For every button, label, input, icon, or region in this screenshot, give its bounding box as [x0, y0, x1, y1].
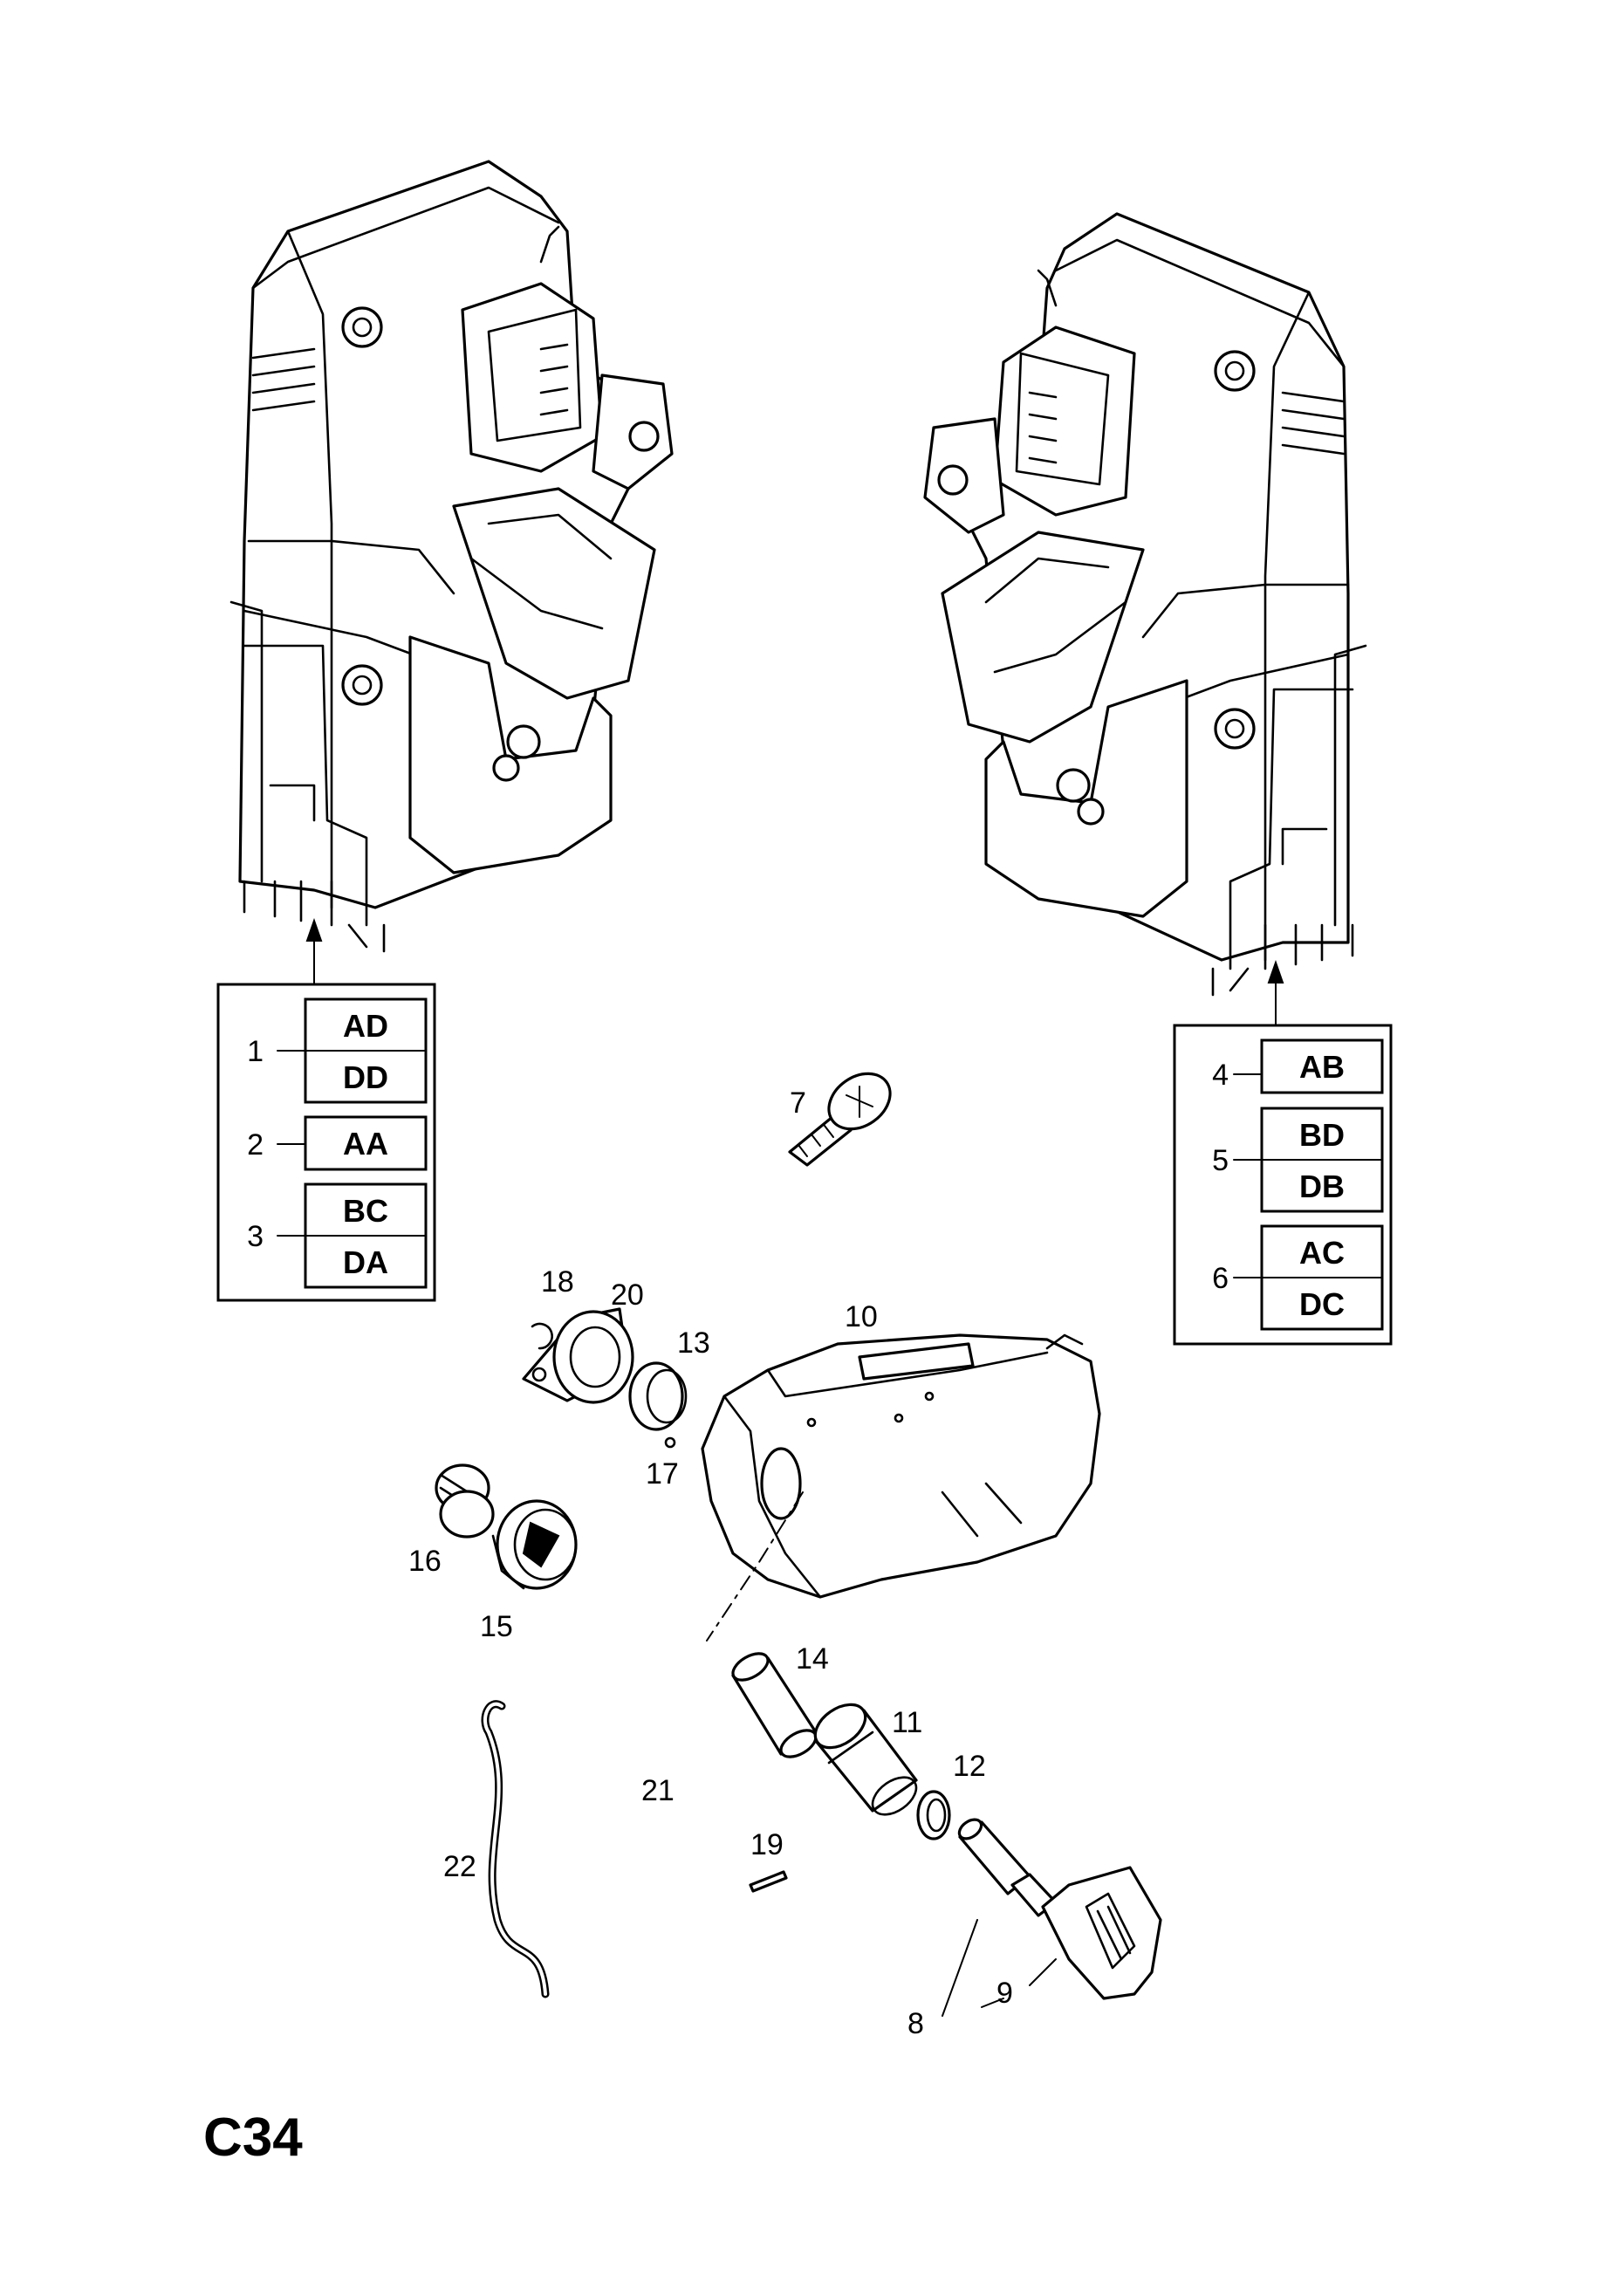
part-22-rod: 22: [443, 1700, 550, 1998]
callout-7: 7: [790, 1086, 806, 1120]
variant-code: DC: [1299, 1286, 1345, 1322]
callout-19: 19: [750, 1828, 784, 1861]
callout-12: 12: [953, 1750, 986, 1783]
part-15-cam: 15: [480, 1499, 578, 1643]
pointer-arrows: [305, 917, 1284, 1026]
variant-code: DA: [343, 1244, 388, 1280]
code-group-number: 1: [247, 1035, 264, 1068]
callout-18: 18: [541, 1265, 574, 1299]
variant-code: DD: [343, 1059, 388, 1095]
part-21-rod: 21: [608, 1524, 675, 1874]
callout-9: 9: [996, 1977, 1013, 2010]
callout-20: 20: [611, 1278, 644, 1312]
callout-8: 8: [907, 2007, 924, 2040]
variant-code: AA: [343, 1126, 388, 1162]
part-17-ball: 17: [646, 1436, 679, 1491]
code-group-number: 3: [247, 1220, 264, 1253]
variant-code: BC: [343, 1193, 388, 1229]
callout-13: 13: [677, 1326, 710, 1360]
right-lock-actuator: [923, 212, 1367, 997]
part-14-sleeve: 14: [731, 1642, 829, 1758]
part-10-cover: 10: [701, 1300, 1101, 1641]
code-group-number: 2: [247, 1128, 264, 1162]
part-13-ring: 13: [628, 1326, 710, 1431]
variant-code: AB: [1299, 1049, 1345, 1085]
callout-17: 17: [646, 1457, 679, 1491]
code-group-number: 4: [1212, 1059, 1229, 1092]
part-18-clip: 18: [531, 1265, 574, 1350]
variant-code: AD: [343, 1008, 388, 1044]
callout-14: 14: [796, 1642, 829, 1676]
right-code-box: 4 AB 5 BD DB 6 AC DC: [1173, 1024, 1393, 1346]
code-group-number: 6: [1212, 1262, 1229, 1295]
callout-11: 11: [892, 1706, 922, 1739]
code-group-number: 5: [1212, 1144, 1229, 1177]
left-lock-actuator: [229, 160, 674, 953]
variant-code: AC: [1299, 1235, 1345, 1271]
callout-10: 10: [845, 1300, 878, 1333]
callout-21: 21: [641, 1774, 675, 1807]
part-12-oring: 12: [916, 1750, 986, 1840]
page-code: C34: [203, 2108, 303, 2168]
part-7-screw: 7: [788, 1072, 892, 1167]
left-code-box: 1 AD DD 2 AA 3 BC DA: [216, 983, 436, 1302]
part-16-spring: 16: [408, 1463, 495, 1578]
part-19-pin: 19: [749, 1828, 788, 1893]
part-20-housing: 20: [522, 1278, 644, 1404]
variant-code: BD: [1299, 1117, 1345, 1153]
variant-code: DB: [1299, 1169, 1345, 1204]
part-11-barrel: 11: [813, 1703, 922, 1816]
part-9-key: 9: [996, 1866, 1162, 2010]
part-8-lock-cylinder: 8: [907, 1818, 1058, 2040]
callout-16: 16: [408, 1545, 442, 1578]
callout-15: 15: [480, 1610, 513, 1643]
callout-22: 22: [443, 1850, 476, 1883]
